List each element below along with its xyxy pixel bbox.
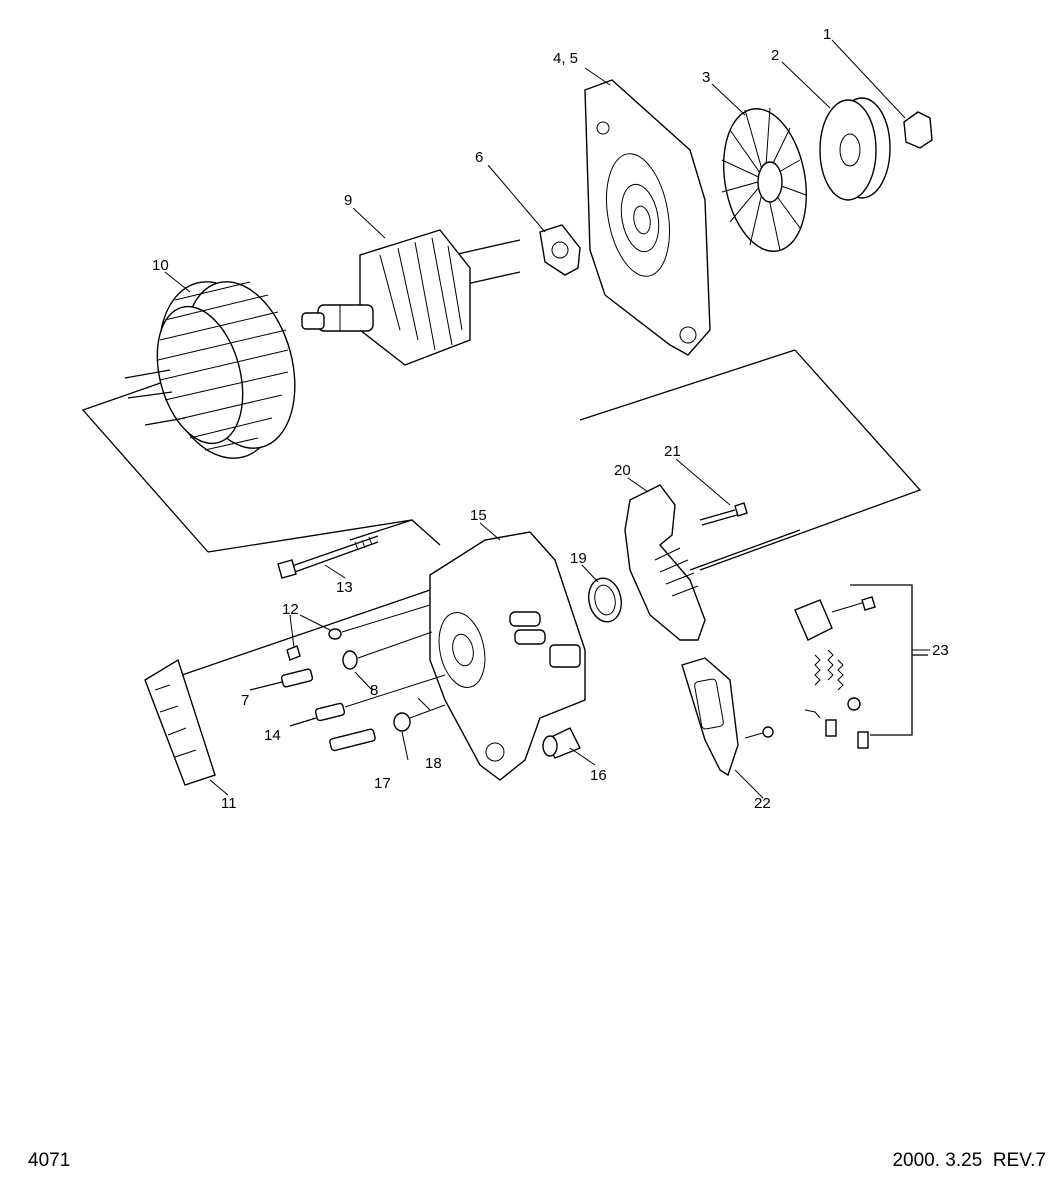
regulator-part xyxy=(681,657,774,777)
rotor-part xyxy=(301,229,521,366)
fan-part xyxy=(721,107,808,252)
rectifier-part xyxy=(624,484,706,641)
callout-23: 23 xyxy=(932,642,949,659)
callout-8: 8 xyxy=(370,682,378,699)
callout-18: 18 xyxy=(425,755,442,772)
drive-end-housing-part xyxy=(584,79,711,356)
revision-date: 2000. 3.25 REV.7 xyxy=(892,1150,1046,1171)
callout-13: 13 xyxy=(336,579,353,596)
callout-15: 15 xyxy=(470,507,487,524)
callout-17: 17 xyxy=(374,775,391,792)
callout-19: 19 xyxy=(570,550,587,567)
sleeve-part xyxy=(542,727,581,759)
callout-2: 2 xyxy=(771,47,779,64)
brush-kit-part xyxy=(794,584,928,749)
callout-6: 6 xyxy=(475,149,483,166)
stator-part xyxy=(124,281,296,459)
rear-housing-part xyxy=(429,531,586,781)
callout-4-5: 4, 5 xyxy=(553,50,578,67)
diode-shield-part xyxy=(144,658,216,786)
callout-7: 7 xyxy=(241,692,249,709)
callout-9: 9 xyxy=(344,192,352,209)
callout-16: 16 xyxy=(590,767,607,784)
through-bolt-part xyxy=(277,535,379,579)
callout-10: 10 xyxy=(152,257,169,274)
callout-labels: 1 2 3 4, 5 6 9 10 21 20 15 19 13 12 23 8… xyxy=(152,26,949,812)
callout-11: 11 xyxy=(221,795,237,812)
retainer-plate-part xyxy=(539,224,581,276)
small-hardware-parts xyxy=(249,604,446,752)
bearing-part xyxy=(587,577,623,623)
callout-1: 1 xyxy=(823,26,831,43)
pulley-nut-part xyxy=(903,111,933,149)
callout-14: 14 xyxy=(264,727,281,744)
callout-21: 21 xyxy=(664,443,681,460)
callout-3: 3 xyxy=(702,69,710,86)
page-number: 4071 xyxy=(28,1150,71,1171)
callout-20: 20 xyxy=(614,462,631,479)
rectifier-screw-part xyxy=(699,502,748,526)
pulley-part xyxy=(819,97,891,201)
callout-12: 12 xyxy=(282,601,299,618)
callout-22: 22 xyxy=(754,795,771,812)
leader-lines xyxy=(164,39,930,799)
